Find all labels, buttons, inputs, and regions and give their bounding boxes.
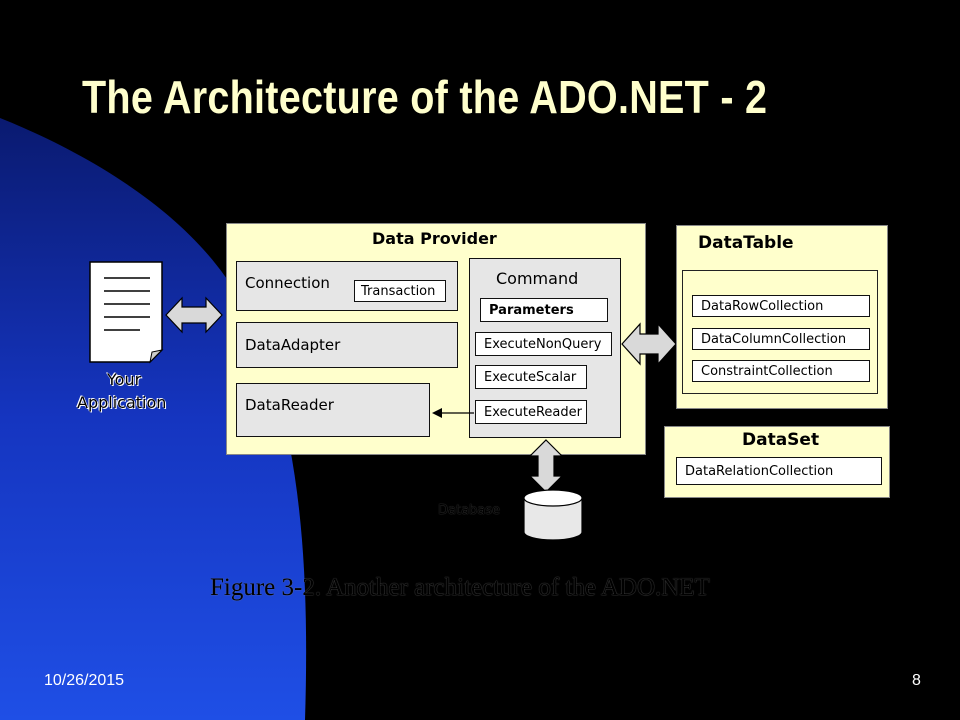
application-label-line1: Your [107, 370, 142, 389]
data-table-title: DataTable [698, 233, 794, 253]
figure-caption: Figure 3-2. Another architecture of the … [210, 574, 710, 601]
database-label: Database [438, 503, 501, 518]
data-set-title: DataSet [742, 430, 820, 450]
parameters-box: Parameters [480, 298, 608, 322]
execute-reader-box: ExecuteReader [475, 400, 587, 424]
column-collection-label: DataColumnCollection [701, 331, 847, 347]
connection-label: Connection [245, 274, 330, 292]
data-reader-label: DataReader [245, 396, 334, 414]
execute-non-query-box: ExecuteNonQuery [475, 332, 612, 356]
execute-reader-label: ExecuteReader [484, 404, 582, 420]
relation-collection-box: DataRelationCollection [676, 457, 882, 485]
data-provider-title: Data Provider [372, 229, 497, 248]
execute-scalar-box: ExecuteScalar [475, 365, 587, 389]
application-label-line2: Application [77, 393, 167, 412]
command-title: Command [496, 269, 579, 288]
slide-date: 10/26/2015 [44, 672, 125, 689]
column-collection-box: DataColumnCollection [692, 328, 870, 350]
data-adapter-label: DataAdapter [245, 336, 341, 354]
data-adapter-box [236, 322, 458, 368]
relation-collection-label: DataRelationCollection [685, 463, 834, 479]
data-reader-box [236, 383, 430, 437]
parameters-label: Parameters [489, 302, 574, 318]
constraint-collection-box: ConstraintCollection [692, 360, 870, 382]
page-number: 8 [912, 672, 921, 689]
execute-non-query-label: ExecuteNonQuery [484, 336, 602, 352]
transaction-box: Transaction [354, 280, 446, 302]
constraint-collection-label: ConstraintCollection [701, 363, 833, 379]
execute-scalar-label: ExecuteScalar [484, 369, 577, 385]
row-collection-box: DataRowCollection [692, 295, 870, 317]
slide-title: The Architecture of the ADO.NET - 2 [82, 71, 768, 123]
transaction-label: Transaction [361, 283, 436, 299]
row-collection-label: DataRowCollection [701, 298, 824, 314]
